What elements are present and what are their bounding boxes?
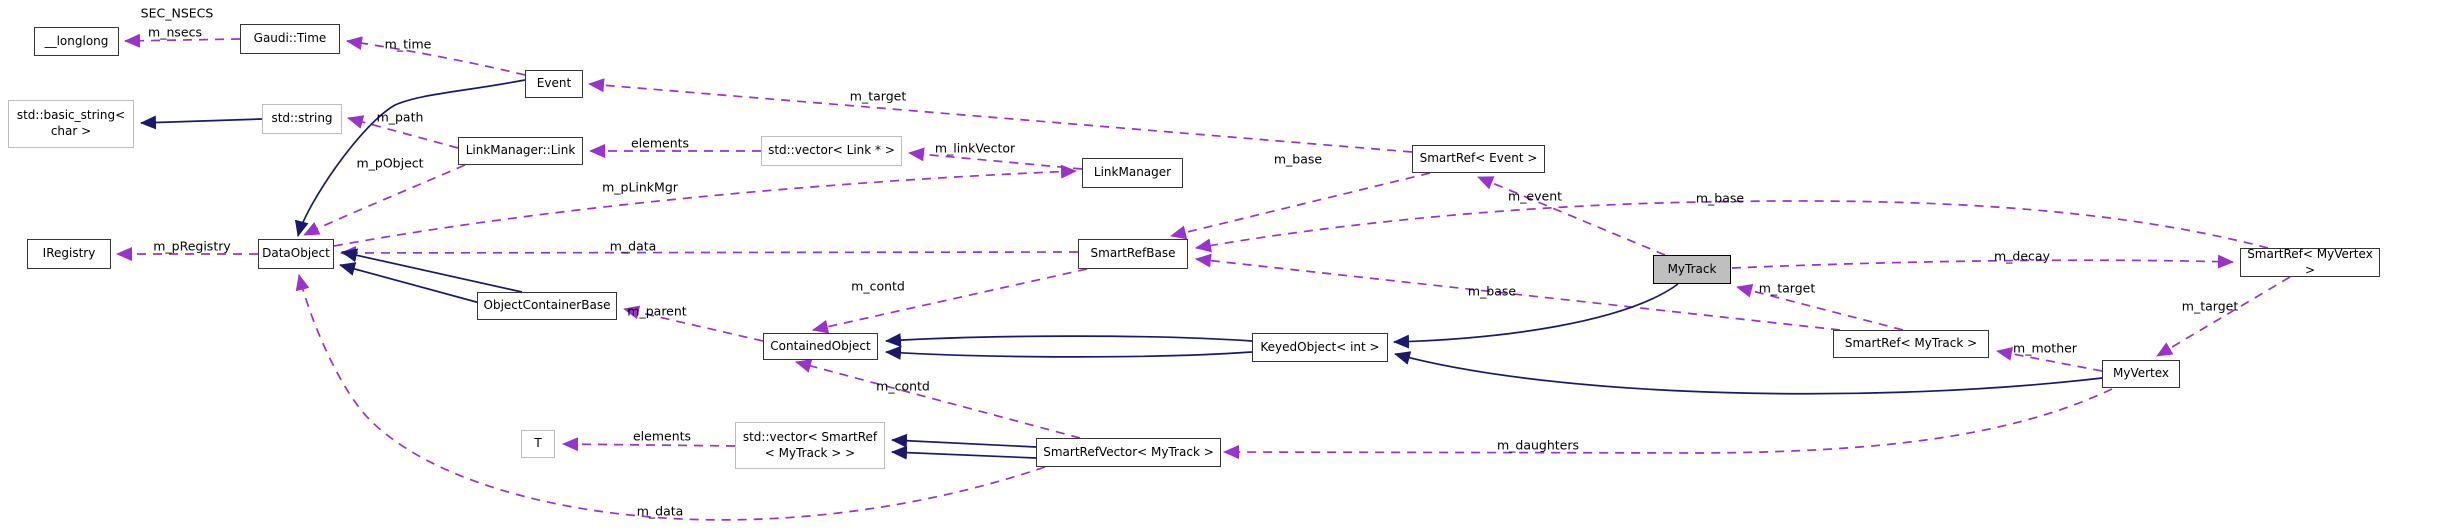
edge-label-m-base-srmytrack: m_base bbox=[1467, 283, 1517, 299]
edge-label-m-decay: m_decay bbox=[1994, 248, 2050, 264]
class-node-smartref-event[interactable]: SmartRef< Event > bbox=[1412, 145, 1545, 173]
inherit-edge-event-dataobject bbox=[294, 79, 526, 237]
class-node-smartref-mytrack[interactable]: SmartRef< MyTrack > bbox=[1833, 330, 1989, 358]
usage-edge-m-pobject bbox=[303, 164, 466, 236]
edge-label-m-base-srmyvertex: m_base bbox=[1695, 190, 1745, 206]
edge-label-m-plinkmgr: m_pLinkMgr bbox=[602, 179, 678, 195]
class-node-linkmanager[interactable]: LinkManager bbox=[1082, 158, 1183, 188]
edge-label-m-pregistry: m_pRegistry bbox=[153, 238, 231, 254]
edge-label-elements-link: elements bbox=[630, 135, 690, 151]
usage-edge-m-data-mid bbox=[340, 245, 1079, 260]
inherit-edge-mytrack-keyedobject bbox=[1393, 283, 1679, 349]
edge-label-m-contd-upper: m_contd bbox=[851, 278, 905, 294]
edge-label-m-target-event: m_target bbox=[849, 88, 907, 104]
class-node-containedobject[interactable]: ContainedObject bbox=[763, 333, 878, 360]
class-node-smartref-myvertex[interactable]: SmartRef< MyVertex > bbox=[2240, 247, 2380, 277]
edge-label-m-mother: m_mother bbox=[2013, 340, 2077, 356]
edge-label-m-contd-lower: m_contd bbox=[876, 378, 930, 394]
usage-edge-m-base-srmyvertex bbox=[1195, 200, 2269, 253]
edge-label-m-daughters: m_daughters bbox=[1496, 437, 1580, 453]
edge-label-m-time: m_time bbox=[384, 36, 432, 52]
usage-edge-m-base-srmytrack bbox=[1195, 253, 1841, 331]
class-node-std-vector-link[interactable]: std::vector< Link * > bbox=[761, 136, 902, 166]
edge-label-sec-nsecs: SEC_NSECS bbox=[140, 5, 214, 21]
usage-edge-m-path bbox=[347, 115, 459, 149]
edge-label-m-pobject: m_pObject bbox=[356, 155, 424, 171]
usage-edge-m-target-event bbox=[588, 78, 1413, 153]
inherit-edge-keyedobject-containedobject-2 bbox=[885, 345, 1253, 360]
usage-edge-m-event bbox=[1477, 176, 1666, 256]
usage-edge-m-data-bottom bbox=[295, 274, 1046, 521]
edge-label-m-target-myvertex: m_target bbox=[2181, 298, 2239, 314]
class-node-t[interactable]: T bbox=[521, 430, 555, 458]
usage-edge-m-parent bbox=[623, 305, 764, 342]
edge-label-m-target-mytrack: m_target bbox=[1758, 280, 1816, 296]
class-node-std-string[interactable]: std::string bbox=[262, 104, 342, 134]
class-node-gaudi-time[interactable]: Gaudi::Time bbox=[240, 24, 340, 54]
class-node-iregistry[interactable]: IRegistry bbox=[27, 239, 111, 269]
inherit-edge-keyedobject-containedobject-1 bbox=[885, 333, 1253, 348]
class-node-smartrefvector-mytrack[interactable]: SmartRefVector< MyTrack > bbox=[1036, 438, 1221, 467]
class-node-longlong[interactable]: __longlong bbox=[34, 27, 119, 56]
usage-edge-m-decay bbox=[1731, 254, 2234, 269]
usage-edge-m-target-mytrack bbox=[1736, 283, 1904, 331]
usage-edge-m-linkvector bbox=[908, 147, 1083, 170]
edge-label-m-event: m_event bbox=[1507, 188, 1563, 204]
usage-edge-m-daughters bbox=[1223, 388, 2113, 460]
inherit-edge-ocb-dataobject-1 bbox=[341, 248, 523, 293]
usage-edge-elements-t bbox=[562, 437, 736, 452]
usage-edge-m-target-myvertex bbox=[2156, 276, 2291, 357]
edge-label-m-parent: m_parent bbox=[627, 303, 687, 319]
usage-edge-m-plinkmgr bbox=[333, 164, 1077, 247]
class-node-objectcontainerbase[interactable]: ObjectContainerBase bbox=[477, 292, 617, 320]
inherit-edge-srvector-stdvector-2 bbox=[891, 445, 1037, 460]
class-node-mytrack[interactable]: MyTrack bbox=[1653, 255, 1731, 284]
usage-edge-m-base-srevent bbox=[1170, 172, 1431, 240]
inherit-edge-myvertex-keyedobject bbox=[1394, 351, 2103, 395]
usage-edge-m-nsecs bbox=[124, 33, 241, 48]
class-node-linkmanager-link[interactable]: LinkManager::Link bbox=[458, 137, 583, 165]
edge-label-m-path: m_path bbox=[376, 109, 424, 125]
class-node-std-vector-smartref[interactable]: std::vector< SmartRef < MyTrack > > bbox=[735, 422, 885, 469]
usage-edge-m-mother bbox=[1996, 346, 2103, 372]
edge-label-m-data-mid: m_data bbox=[609, 238, 657, 254]
edge-label-elements-t: elements bbox=[632, 428, 692, 444]
edge-label-m-base-srevent: m_base bbox=[1273, 151, 1323, 167]
edge-label-m-nsecs: m_nsecs bbox=[148, 24, 202, 40]
class-node-smartrefbase[interactable]: SmartRefBase bbox=[1078, 239, 1188, 269]
inherit-edge-ocb-dataobject-2 bbox=[339, 262, 481, 304]
class-node-keyedobject-int[interactable]: KeyedObject< int > bbox=[1252, 333, 1388, 362]
edge-label-m-data-bottom: m_data bbox=[636, 503, 684, 519]
class-node-std-basic-string[interactable]: std::basic_string< char > bbox=[8, 100, 134, 148]
inherit-edge-stdstring-basicstring bbox=[140, 115, 263, 130]
class-node-event[interactable]: Event bbox=[525, 70, 583, 98]
edge-label-m-linkvector: m_linkVector bbox=[934, 140, 1016, 156]
inherit-edge-srvector-stdvector-1 bbox=[891, 433, 1037, 448]
class-node-dataobject[interactable]: DataObject bbox=[258, 239, 334, 269]
class-node-myvertex[interactable]: MyVertex bbox=[2102, 360, 2180, 388]
usage-edge-m-contd-lower bbox=[795, 359, 1081, 439]
usage-edge-m-time bbox=[346, 36, 526, 76]
